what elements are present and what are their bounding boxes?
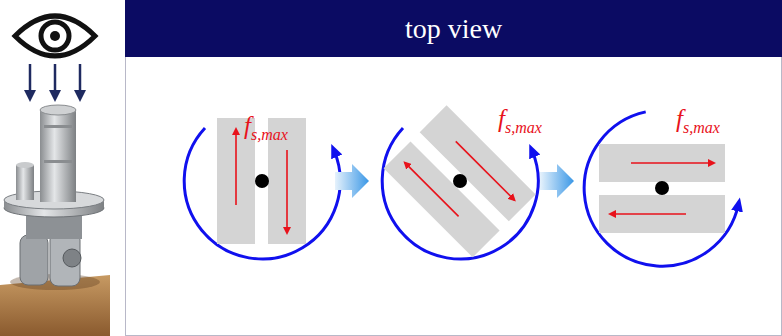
- force-label: fs,max: [676, 106, 720, 131]
- step-arrow: [335, 164, 369, 198]
- force-subscript: s,max: [251, 126, 288, 143]
- force-symbol: f: [498, 105, 505, 132]
- force-label: fs,max: [244, 113, 288, 138]
- force-label: fs,max: [498, 106, 542, 131]
- eye-icon: [5, 16, 105, 56]
- wheel-pair-0deg: [184, 118, 340, 259]
- caster-module: [0, 105, 110, 336]
- force-subscript: s,max: [683, 119, 720, 136]
- step-arrow: [540, 164, 574, 198]
- header-title: top view: [125, 0, 782, 57]
- view-arrows: [30, 64, 80, 96]
- force-symbol: f: [244, 112, 251, 139]
- force-subscript: s,max: [505, 119, 542, 136]
- force-symbol: f: [676, 105, 683, 132]
- wheel-pair-90deg: [554, 100, 757, 297]
